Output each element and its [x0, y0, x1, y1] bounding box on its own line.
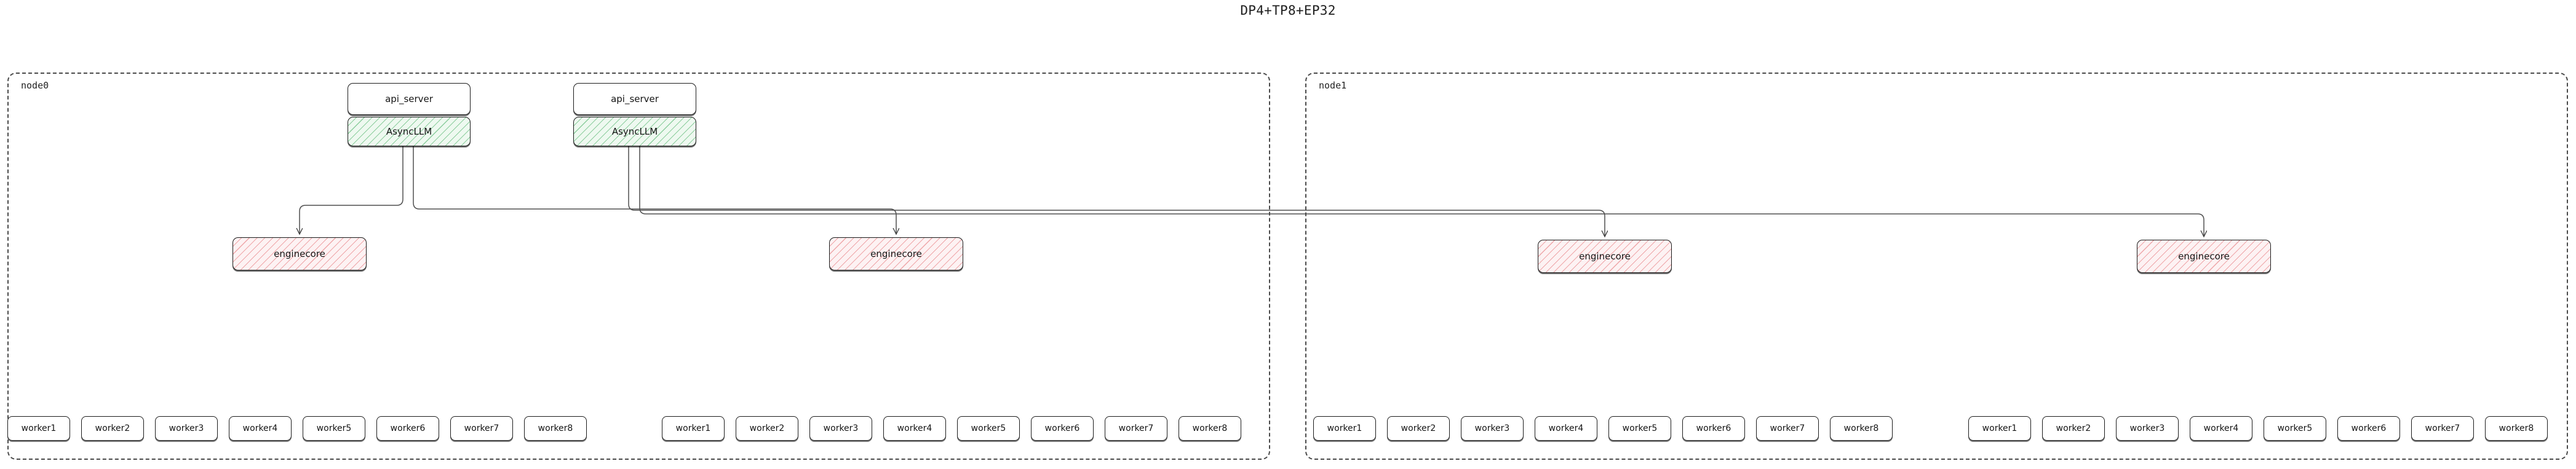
- node0-workergroup-0-worker2[interactable]: worker2: [81, 416, 144, 441]
- worker-label: worker6: [2351, 424, 2387, 433]
- worker-label: worker4: [897, 424, 932, 433]
- worker-label: worker7: [1118, 424, 1154, 433]
- node0-api-server-0[interactable]: api_server: [348, 83, 471, 115]
- node1-workergroup-0-worker3[interactable]: worker3: [1461, 416, 1524, 441]
- node1-workergroup-1-worker4[interactable]: worker4: [2190, 416, 2252, 441]
- cluster-label-node0: node0: [21, 80, 49, 91]
- node0-enginecore-1[interactable]: enginecore: [829, 237, 963, 270]
- worker-label: worker5: [2277, 424, 2313, 433]
- node0-api-server-1[interactable]: api_server: [573, 83, 696, 115]
- node0-enginecore-0[interactable]: enginecore: [233, 237, 367, 270]
- cluster-node1: node1: [1305, 73, 2568, 460]
- worker-label: worker5: [1622, 424, 1658, 433]
- enginecore-label: enginecore: [274, 248, 325, 259]
- worker-label: worker8: [2498, 424, 2534, 433]
- page-title: DP4+TP8+EP32: [1240, 3, 1336, 18]
- node0-workergroup-0-worker4[interactable]: worker4: [229, 416, 292, 441]
- node1-workergroup-0-worker6[interactable]: worker6: [1682, 416, 1745, 441]
- worker-label: worker3: [2129, 424, 2165, 433]
- worker-label: worker4: [2203, 424, 2239, 433]
- worker-label: worker5: [316, 424, 352, 433]
- worker-label: worker6: [1044, 424, 1080, 433]
- node0-workergroup-1-worker7[interactable]: worker7: [1105, 416, 1167, 441]
- worker-label: worker8: [538, 424, 573, 433]
- worker-label: worker3: [169, 424, 204, 433]
- worker-label: worker4: [1548, 424, 1584, 433]
- node1-workergroup-0-worker2[interactable]: worker2: [1387, 416, 1450, 441]
- api-server-label: api_server: [611, 93, 659, 104]
- node0-workergroup-0-worker5[interactable]: worker5: [303, 416, 365, 441]
- node1-workergroup-1-worker5[interactable]: worker5: [2264, 416, 2326, 441]
- node1-workergroup-0-worker8[interactable]: worker8: [1830, 416, 1893, 441]
- node1-workergroup-1-worker6[interactable]: worker6: [2337, 416, 2400, 441]
- node1-workergroup-1-worker1[interactable]: worker1: [1968, 416, 2031, 441]
- node0-workergroup-1-worker4[interactable]: worker4: [883, 416, 946, 441]
- node0-workergroup-0-worker6[interactable]: worker6: [376, 416, 439, 441]
- cluster-node0: node0: [7, 73, 1270, 460]
- node1-workergroup-1-worker2[interactable]: worker2: [2042, 416, 2105, 441]
- worker-label: worker6: [390, 424, 426, 433]
- node1-workergroup-0-worker7[interactable]: worker7: [1756, 416, 1819, 441]
- worker-label: worker2: [1401, 424, 1436, 433]
- node1-enginecore-1[interactable]: enginecore: [2137, 240, 2271, 273]
- node1-workergroup-1-worker7[interactable]: worker7: [2411, 416, 2474, 441]
- worker-label: worker2: [95, 424, 130, 433]
- node1-enginecore-0[interactable]: enginecore: [1538, 240, 1672, 273]
- worker-label: worker3: [823, 424, 859, 433]
- node0-workergroup-0-worker8[interactable]: worker8: [524, 416, 587, 441]
- node0-workergroup-0-worker3[interactable]: worker3: [155, 416, 218, 441]
- worker-label: worker8: [1843, 424, 1879, 433]
- node0-workergroup-1-worker8[interactable]: worker8: [1179, 416, 1241, 441]
- enginecore-label: enginecore: [1579, 251, 1631, 262]
- worker-label: worker5: [971, 424, 1006, 433]
- worker-label: worker7: [1770, 424, 1805, 433]
- asyncllm-label: AsyncLLM: [611, 126, 658, 137]
- node0-workergroup-0-worker1[interactable]: worker1: [7, 416, 70, 441]
- worker-label: worker1: [1327, 424, 1362, 433]
- worker-label: worker2: [749, 424, 785, 433]
- node1-workergroup-0-worker5[interactable]: worker5: [1608, 416, 1671, 441]
- node0-workergroup-1-worker5[interactable]: worker5: [957, 416, 1020, 441]
- node0-workergroup-1-worker1[interactable]: worker1: [662, 416, 725, 441]
- enginecore-label: enginecore: [2178, 251, 2230, 262]
- node1-workergroup-0-worker1[interactable]: worker1: [1313, 416, 1376, 441]
- worker-label: worker1: [21, 424, 57, 433]
- asyncllm-label: AsyncLLM: [386, 126, 432, 137]
- node1-workergroup-1-worker3[interactable]: worker3: [2116, 416, 2179, 441]
- node0-asyncllm-0[interactable]: AsyncLLM: [348, 117, 471, 146]
- worker-label: worker2: [2056, 424, 2091, 433]
- worker-label: worker6: [1696, 424, 1731, 433]
- node1-workergroup-0-worker4[interactable]: worker4: [1535, 416, 1597, 441]
- cluster-label-node1: node1: [1319, 80, 1347, 91]
- enginecore-label: enginecore: [870, 248, 922, 259]
- worker-label: worker7: [464, 424, 499, 433]
- node0-asyncllm-1[interactable]: AsyncLLM: [573, 117, 696, 146]
- node0-workergroup-0-worker7[interactable]: worker7: [450, 416, 513, 441]
- worker-label: worker7: [2425, 424, 2460, 433]
- worker-label: worker1: [1982, 424, 2017, 433]
- node0-workergroup-1-worker3[interactable]: worker3: [809, 416, 872, 441]
- node0-workergroup-1-worker6[interactable]: worker6: [1031, 416, 1094, 441]
- worker-label: worker3: [1474, 424, 1510, 433]
- api-server-label: api_server: [385, 93, 433, 104]
- node1-workergroup-1-worker8[interactable]: worker8: [2485, 416, 2548, 441]
- worker-label: worker4: [242, 424, 278, 433]
- worker-label: worker1: [675, 424, 711, 433]
- node0-workergroup-1-worker2[interactable]: worker2: [736, 416, 798, 441]
- worker-label: worker8: [1192, 424, 1228, 433]
